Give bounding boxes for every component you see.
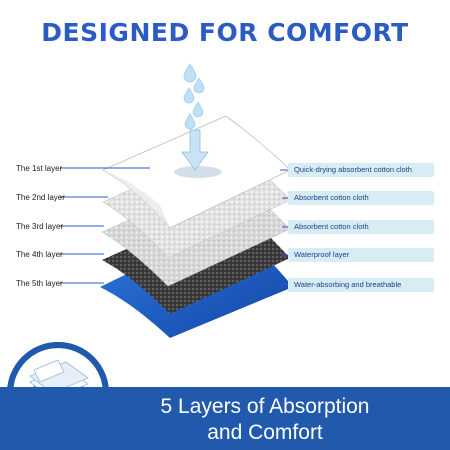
layer-1-label: The 1st layer [16, 164, 63, 173]
absorb-arrow-icon [181, 129, 209, 171]
layer-5-label: The 5th layer [16, 279, 63, 288]
banner-line-2: and Comfort [207, 421, 323, 444]
layer-4-description: Waterproof layer [288, 248, 434, 262]
layer-5-description: Water-absorbing and breathable [288, 278, 434, 292]
layer-3-label: The 3rd layer [16, 222, 64, 231]
layer-2-label: The 2nd layer [16, 193, 65, 202]
layer-2-description: Absorbent cotton cloth [288, 191, 434, 205]
layer-3-description: Absorbent cotton cloth [288, 220, 434, 234]
banner-line-1: 5 Layers of Absorption [160, 395, 370, 418]
layer-1-description: Quick-drying absorbent cotton cloth [288, 163, 434, 177]
water-drop-icon [183, 63, 205, 130]
layer-4-label: The 4th layer [16, 250, 63, 259]
page-title: DESIGNED FOR COMFORT [41, 18, 409, 47]
